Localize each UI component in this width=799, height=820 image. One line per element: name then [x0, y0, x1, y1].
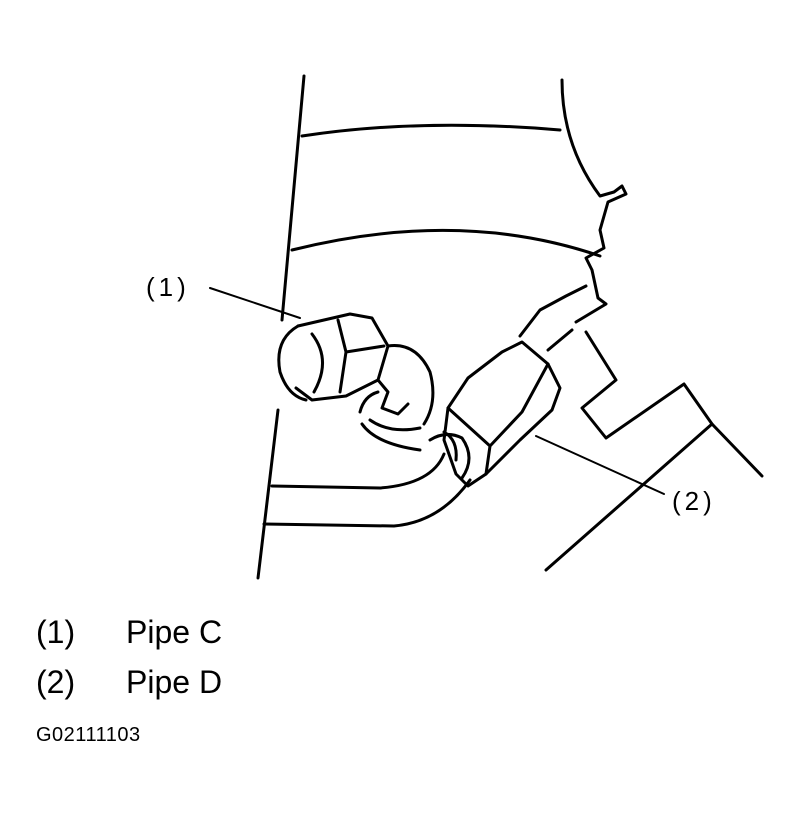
- pipe-connection-diagram: (1) (2): [146, 74, 764, 580]
- figure-id: G02111103: [36, 724, 141, 746]
- leader-line-2: [535, 435, 665, 495]
- pipe-c-elbow-ring: [368, 418, 422, 432]
- callout-1: (1): [146, 272, 190, 302]
- legend-number: (2): [36, 664, 76, 700]
- pipe-c-elbow-outer: [386, 344, 435, 426]
- legend-item-pipe-c: (1) Pipe C: [36, 612, 222, 652]
- pipe-d-ring: [428, 433, 471, 480]
- pipe-c-stub: [277, 324, 308, 402]
- pipe-c-stub-end: [310, 332, 324, 394]
- bracket: [580, 330, 764, 478]
- pipe-lower-top: [270, 452, 446, 490]
- leader-line-1: [209, 287, 301, 319]
- bracket-lower-line: [544, 422, 714, 572]
- pipe-lower-bottom: [262, 478, 472, 528]
- body-left-edge: [256, 74, 306, 580]
- pipe-d-nut-face: [446, 362, 550, 476]
- callout-2: (2): [672, 486, 716, 516]
- body-right-contour: [560, 78, 628, 324]
- legend-number: (1): [36, 614, 76, 650]
- legend-text: Pipe D: [126, 664, 223, 700]
- legend-text: Pipe C: [126, 614, 223, 650]
- legend-item-pipe-d: (2) Pipe D: [36, 662, 222, 702]
- pipe-d-ring-inner: [442, 430, 458, 462]
- pipe-d-nut: [442, 340, 562, 488]
- pipe-c-nut-face: [336, 318, 386, 394]
- pipe-c-elbow-lower: [358, 390, 422, 452]
- body-band-upper: [300, 123, 562, 138]
- pipe-c-elbow-inner: [376, 378, 410, 416]
- pipe-d-tube-upper: [518, 284, 588, 338]
- pipe-d-tube-lower: [546, 328, 574, 352]
- pipe-c-nut: [294, 312, 390, 402]
- body-band-lower: [290, 228, 602, 258]
